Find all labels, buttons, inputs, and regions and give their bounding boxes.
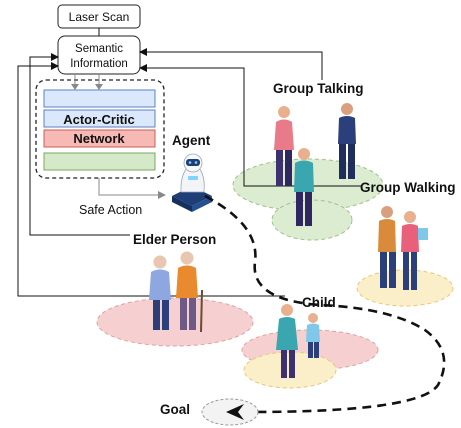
network-layer-4 [43,152,156,171]
agent-robot-icon [172,153,212,212]
elder-person-people [149,251,203,333]
agent-label: Agent [172,133,211,148]
network-layer-3 [43,129,156,148]
network-layer-1 [43,89,156,108]
child-label: Child [302,295,336,310]
group-talking-people [274,103,356,226]
laser-scan-label: Laser Scan [69,10,130,24]
safe-action-label: Safe Action [79,203,142,217]
goal-label: Goal [160,402,190,417]
semantic-label-line1: Semantic [75,43,123,55]
actor-critic-label: Actor-Critic [63,112,135,127]
elder-person-label: Elder Person [133,232,216,247]
safe-action-connector: Safe Action [79,178,166,217]
elder-person-feedback [29,53,130,236]
agent-trajectory-path [204,194,446,414]
child-people [276,304,320,378]
elder-person-zone [96,297,254,347]
actor-critic-network: Actor-Critic Network [35,74,165,179]
laser-scan-box: Laser Scan [57,4,141,29]
semantic-label-line2: Information [70,58,128,70]
group-walking-people [378,206,428,290]
group-talking-feedback [139,48,323,80]
network-label: Network [73,131,125,146]
network-dashed-frame [35,79,165,179]
group-walking-label: Group Walking [360,180,456,195]
goal-arrow-icon [226,404,244,420]
group-talking-label: Group Talking [273,81,364,96]
network-layer-2 [43,109,156,128]
goal-marker [201,398,259,426]
semantic-information-box: Semantic Information [57,35,141,75]
